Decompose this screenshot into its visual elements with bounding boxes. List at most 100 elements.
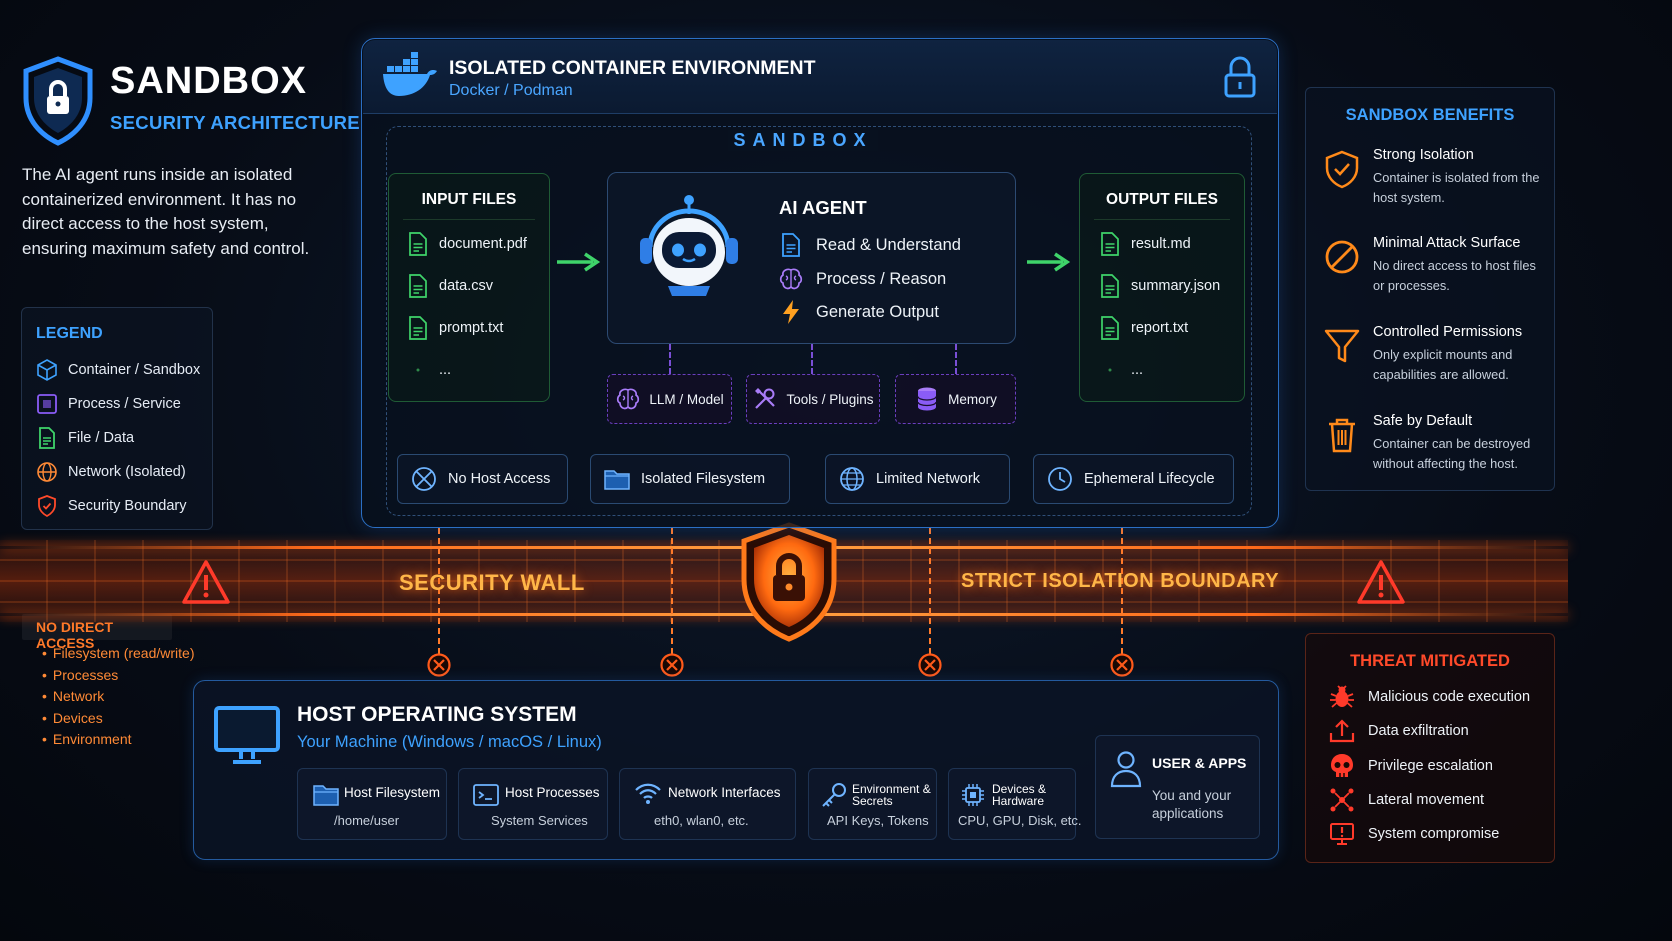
warning-icon bbox=[1356, 559, 1406, 605]
file-item[interactable]: data.csv bbox=[407, 273, 493, 299]
list-item: Devices bbox=[42, 708, 195, 730]
container-title: ISOLATED CONTAINER ENVIRONMENT bbox=[449, 57, 816, 79]
blocked-icon bbox=[426, 652, 452, 678]
chip-icon bbox=[35, 392, 59, 416]
file-name: summary.json bbox=[1131, 278, 1221, 294]
no-direct-access-list: Filesystem (read/write) Processes Networ… bbox=[42, 643, 195, 751]
threat-label: System compromise bbox=[1368, 826, 1500, 842]
legend-item-container: Container / Sandbox bbox=[35, 358, 200, 382]
prohibited-icon bbox=[1323, 237, 1361, 277]
shield-check-icon bbox=[1323, 149, 1361, 189]
host-card-processes[interactable]: Host Processes System Services bbox=[458, 768, 608, 840]
legend-item-process: Process / Service bbox=[35, 392, 181, 416]
arrow-right-icon bbox=[555, 250, 601, 274]
tool-label: Tools / Plugins bbox=[786, 391, 874, 407]
file-item[interactable]: document.pdf bbox=[407, 231, 527, 257]
tool-llm-model[interactable]: LLM / Model bbox=[607, 374, 732, 424]
file-item[interactable]: result.md bbox=[1099, 231, 1191, 257]
host-card-desc: eth0, wlan0, etc. bbox=[654, 813, 749, 828]
file-name: prompt.txt bbox=[439, 320, 504, 336]
sandbox-label: SANDBOX bbox=[728, 130, 878, 151]
agent-step-label: Generate Output bbox=[816, 302, 939, 321]
connector-line bbox=[438, 528, 440, 654]
file-name: result.md bbox=[1131, 236, 1191, 252]
small-dot-icon bbox=[407, 358, 429, 382]
host-card-title: Devices & Hardware bbox=[992, 782, 1047, 808]
brain-icon bbox=[778, 266, 804, 292]
file-item[interactable]: summary.json bbox=[1099, 273, 1220, 299]
shield-lock-icon bbox=[22, 56, 94, 146]
file-name: ... bbox=[1131, 362, 1144, 378]
legend-label: File / Data bbox=[68, 430, 135, 446]
host-card-devices[interactable]: Devices & Hardware CPU, GPU, Disk, etc. bbox=[948, 768, 1082, 840]
divider bbox=[403, 219, 535, 220]
file-item[interactable]: report.txt bbox=[1099, 315, 1188, 341]
benefit-title: Controlled Permissions bbox=[1373, 324, 1523, 340]
agent-step: Generate Output bbox=[778, 298, 939, 326]
file-item-more: ... bbox=[407, 357, 451, 383]
benefit-desc: Container can be destroyed without affec… bbox=[1373, 436, 1531, 471]
file-item[interactable]: prompt.txt bbox=[407, 315, 503, 341]
blocked-icon bbox=[659, 652, 685, 678]
compromised-screen-icon bbox=[1328, 820, 1356, 848]
file-icon bbox=[1099, 274, 1121, 298]
list-item: Filesystem (read/write) bbox=[42, 643, 195, 665]
connector-line bbox=[929, 528, 931, 654]
divider bbox=[1094, 219, 1230, 220]
host-card-network[interactable]: Network Interfaces eth0, wlan0, etc. bbox=[619, 768, 796, 840]
trash-icon bbox=[1323, 415, 1361, 455]
benefit-desc: No direct access to host files or proces… bbox=[1373, 258, 1536, 293]
input-files-title: INPUT FILES bbox=[421, 191, 517, 208]
benefit-desc: Only explicit mounts and capabilities ar… bbox=[1373, 347, 1513, 382]
user-icon bbox=[1110, 750, 1142, 788]
file-icon bbox=[1099, 232, 1121, 256]
small-dot-icon bbox=[1099, 358, 1121, 382]
file-icon bbox=[35, 426, 59, 450]
connector-line bbox=[669, 344, 671, 374]
page-subtitle: SECURITY ARCHITECTURE bbox=[110, 112, 360, 133]
blocked-icon bbox=[917, 652, 943, 678]
skull-icon bbox=[1328, 752, 1356, 780]
threat-label: Privilege escalation bbox=[1368, 758, 1493, 774]
tool-plugins[interactable]: Tools / Plugins bbox=[746, 374, 880, 424]
terminal-icon bbox=[472, 782, 500, 808]
file-icon bbox=[407, 232, 429, 256]
filter-icon bbox=[1323, 326, 1361, 366]
page-title: SANDBOX bbox=[110, 60, 308, 102]
threat-label: Data exfiltration bbox=[1368, 723, 1469, 739]
no-access-icon bbox=[410, 465, 438, 493]
host-subtitle: Your Machine (Windows / macOS / Linux) bbox=[297, 733, 602, 751]
bug-icon bbox=[1328, 683, 1356, 711]
feature-label: No Host Access bbox=[448, 471, 551, 487]
shield-icon bbox=[35, 494, 59, 518]
host-card-desc: API Keys, Tokens bbox=[827, 813, 929, 828]
feature-label: Isolated Filesystem bbox=[641, 471, 766, 487]
connector-line bbox=[955, 344, 957, 374]
feature-limited-network: Limited Network bbox=[825, 454, 1010, 504]
feature-no-host-access: No Host Access bbox=[397, 454, 568, 504]
agent-step: Process / Reason bbox=[778, 265, 946, 293]
tools-icon bbox=[752, 386, 778, 412]
user-apps-card[interactable]: USER & APPS You and your applications bbox=[1095, 735, 1260, 839]
output-files-title: OUTPUT FILES bbox=[1106, 191, 1218, 208]
list-item: Environment bbox=[42, 729, 195, 751]
benefit-title: Strong Isolation bbox=[1373, 147, 1474, 163]
legend-label: Container / Sandbox bbox=[68, 362, 201, 378]
host-card-title: Host Filesystem bbox=[344, 785, 441, 800]
host-card-filesystem[interactable]: Host Filesystem /home/user bbox=[297, 768, 447, 840]
security-lock-shield-icon bbox=[738, 521, 840, 643]
key-icon bbox=[820, 782, 848, 808]
arrow-right-icon bbox=[1025, 250, 1071, 274]
threat-label: Malicious code execution bbox=[1368, 689, 1531, 705]
ai-agent-title: AI AGENT bbox=[779, 197, 867, 218]
host-card-desc: /home/user bbox=[334, 813, 400, 828]
host-card-environment[interactable]: Environment & Secrets API Keys, Tokens bbox=[808, 768, 937, 840]
benefit-desc: Container is isolated from the host syst… bbox=[1373, 170, 1540, 205]
docker-whale-icon bbox=[381, 52, 439, 102]
file-icon bbox=[407, 316, 429, 340]
folder-icon bbox=[603, 465, 631, 493]
connector-line bbox=[811, 344, 813, 374]
feature-ephemeral-lifecycle: Ephemeral Lifecycle bbox=[1033, 454, 1234, 504]
agent-step: Read & Understand bbox=[778, 231, 961, 259]
tool-memory[interactable]: Memory bbox=[895, 374, 1016, 424]
